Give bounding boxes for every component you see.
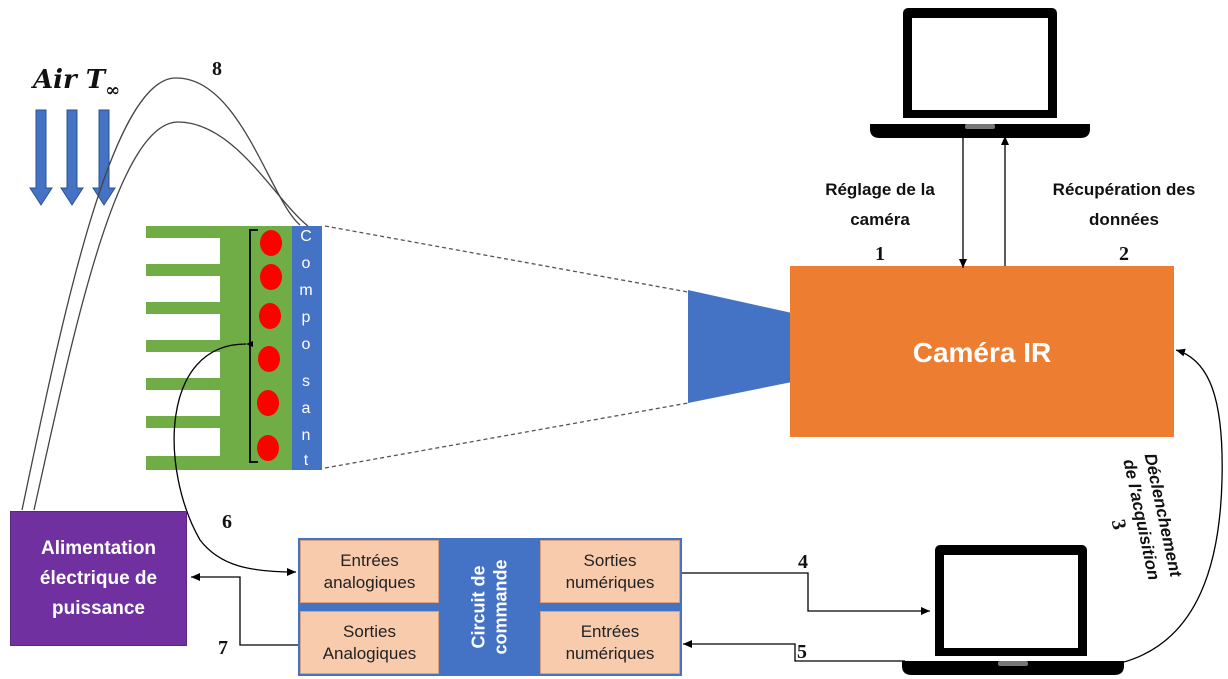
step-1-label: 1 xyxy=(875,243,885,265)
arrow-sensors-to-analog-inputs xyxy=(173,340,297,576)
component-letter: m xyxy=(299,282,312,299)
data-recovery-line1: Récupération des xyxy=(1053,180,1196,199)
analog-outputs-line2: Analogiques xyxy=(322,643,417,663)
trigger-label: Déclenchement de l'acquisition 3 xyxy=(1107,452,1186,582)
sensor-point xyxy=(257,390,279,416)
air-arrow-1 xyxy=(29,109,53,206)
component-letter: p xyxy=(302,309,311,326)
component-letter: s xyxy=(302,373,310,390)
control-circuit-block: Entrées analogiques Sorties numériques S… xyxy=(298,538,682,676)
step-6-label: 6 xyxy=(222,511,232,533)
air-arrow-3 xyxy=(92,109,116,206)
camera-lens xyxy=(688,290,792,403)
component-letter: n xyxy=(302,427,311,444)
step-3-label: 3 xyxy=(1107,517,1131,531)
ir-camera xyxy=(790,266,1174,437)
component-letter: a xyxy=(302,400,311,417)
digital-inputs-cell: Entrées numériques xyxy=(540,611,680,674)
step-7-label: 7 xyxy=(218,637,228,659)
sensor-point xyxy=(258,346,280,372)
camera-setting-line2: caméra xyxy=(850,210,910,229)
svg-text:Air T∞: Air T∞ xyxy=(30,65,120,101)
camera-setting-line1: Réglage de la xyxy=(825,180,935,199)
step-2-label: 2 xyxy=(1119,243,1129,265)
analog-inputs-line2: analogiques xyxy=(323,572,416,592)
sensor-point xyxy=(260,230,282,256)
analog-outputs-line1: Sorties xyxy=(343,621,396,641)
air-flow-arrows xyxy=(29,109,116,206)
field-of-view-lines xyxy=(324,225,689,469)
analog-inputs-line1: Entrées xyxy=(340,550,399,570)
laptop-bottom-icon xyxy=(902,545,1124,675)
power-cable-outer xyxy=(21,77,301,511)
arrow-analog-outputs-to-power xyxy=(191,573,300,646)
control-circuit-line1: Circuit de xyxy=(468,565,489,649)
control-circuit-line2: commande xyxy=(490,559,511,655)
air-label: Air T xyxy=(30,65,107,95)
component-letter: o xyxy=(302,255,311,272)
step-4-label: 4 xyxy=(798,551,808,573)
power-supply-line2: électrique de xyxy=(39,567,158,589)
digital-outputs-line2: numériques xyxy=(565,572,655,592)
analog-outputs-cell: Sorties Analogiques xyxy=(300,611,439,674)
sensor-point xyxy=(260,264,282,290)
component-letter: t xyxy=(304,452,309,469)
laptop-top-icon xyxy=(870,8,1090,138)
step-5-label: 5 xyxy=(797,641,807,663)
power-cables xyxy=(21,77,309,511)
control-circuit-label: Circuit de commande xyxy=(439,538,540,676)
arrow-trigger-acquisition xyxy=(1123,348,1223,663)
digital-outputs-line1: Sorties xyxy=(583,550,637,570)
power-supply-box: Alimentation électrique de puissance xyxy=(10,511,187,646)
analog-inputs-cell: Entrées analogiques xyxy=(300,540,439,603)
power-supply-line1: Alimentation xyxy=(40,537,157,559)
step-8-label: 8 xyxy=(212,58,222,80)
digital-outputs-cell: Sorties numériques xyxy=(540,540,680,603)
air-arrow-2 xyxy=(60,109,84,206)
sensor-point xyxy=(259,303,281,329)
arrow-laptop-to-digital-inputs xyxy=(683,640,905,662)
digital-inputs-line1: Entrées xyxy=(580,621,640,641)
camera-label: Caméra IR xyxy=(913,337,1052,368)
component-strip xyxy=(292,226,322,470)
power-cable-inner xyxy=(33,121,309,511)
power-supply-line3: puissance xyxy=(52,597,145,619)
data-recovery-line2: données xyxy=(1089,210,1159,229)
sensor-point xyxy=(257,435,279,461)
arrow-digital-outputs-to-laptop xyxy=(680,572,930,615)
component-letter: C xyxy=(300,228,312,245)
air-subscript: ∞ xyxy=(105,80,120,101)
component-letter: o xyxy=(302,336,311,353)
digital-inputs-line2: numériques xyxy=(565,643,655,663)
